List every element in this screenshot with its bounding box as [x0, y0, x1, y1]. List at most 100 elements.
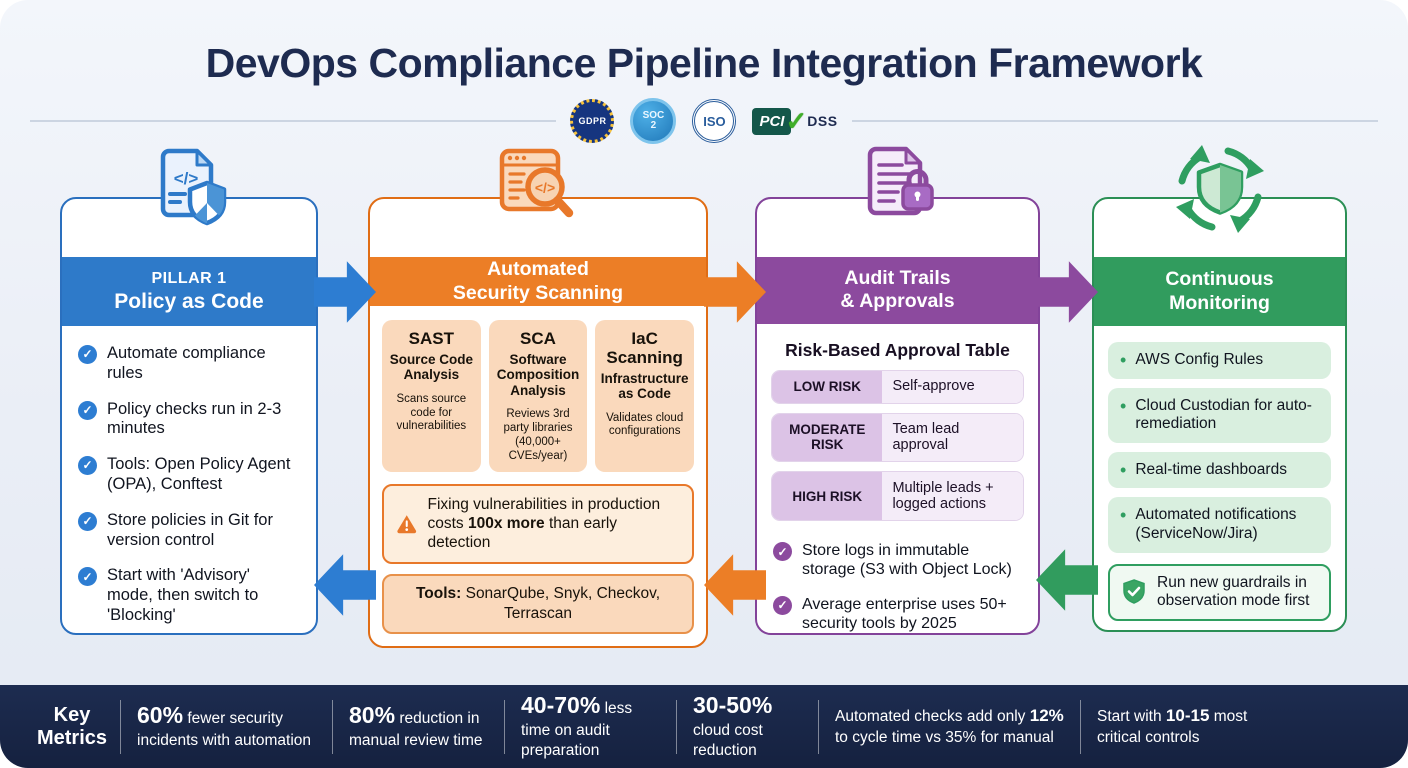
list-item-text: Store logs in immutable storage (S3 with… [802, 542, 1012, 579]
pillar-policy-header: PILLAR 1 Policy as Code [62, 257, 316, 326]
tools-label: Tools: [415, 584, 462, 602]
pillar-scanning-header: Automated Security Scanning [370, 257, 706, 307]
code-scan-magnifier-icon: </> [488, 139, 588, 239]
scan-type-cards: SAST Source Code Analysis Scans source c… [382, 320, 694, 472]
key-metrics-bar: Key Metrics 60% fewer security incidents… [0, 685, 1408, 768]
pillar-title-line1: Audit Trails [844, 267, 951, 290]
list-item-text: Policy checks run in 2-3 minutes [107, 399, 282, 438]
iso-badge: ISO [692, 99, 737, 143]
sast-card: SAST Source Code Analysis Scans source c… [382, 320, 481, 472]
bullet-icon: • [1120, 395, 1127, 416]
metric-text: 80% reduction in manual review time [349, 702, 483, 750]
list-item: ✓ Policy checks run in 2-3 minutes [78, 400, 300, 440]
card-subtitle: Software Composition Analysis [496, 351, 580, 398]
divider-line [851, 120, 1379, 122]
risk-table-row-low: LOW RISK Self-approve [771, 369, 1024, 404]
metric-text: Automated checks add only 12% to cycle t… [835, 706, 1064, 746]
pillar-title: Policy as Code [114, 289, 264, 313]
warning-text-bold: 100x more [467, 514, 545, 532]
bullet-icon: • [1120, 350, 1127, 370]
list-item-text: Tools: Open Policy Agent (OPA), Conftest [107, 455, 291, 493]
pillar-audit-header: Audit Trails & Approvals [757, 257, 1038, 324]
dss-badge-label: DSS [807, 113, 838, 129]
vulnerability-cost-warning: Fixing vulnerabilities in production cos… [382, 483, 694, 564]
svg-text:</>: </> [535, 180, 555, 196]
policy-code-document-shield-icon: </> [139, 139, 239, 239]
check-icon: ✓ [78, 400, 97, 420]
card-title: SCA [520, 329, 556, 349]
bullet-icon: • [1120, 459, 1127, 480]
pillar-kicker: PILLAR 1 [151, 270, 227, 288]
card-subtitle: Source Code Analysis [389, 351, 473, 383]
iac-card: IaC Scanning Infrastructure as Code Vali… [595, 320, 694, 472]
check-icon: ✓ [78, 567, 97, 587]
list-item: ✓ Average enterprise uses 50+ security to… [773, 595, 1022, 633]
list-item: • Automated notifications (ServiceNow/Jir… [1108, 497, 1331, 553]
pillar-title-line1: Automated [487, 258, 589, 281]
flow-arrow-right-policy-to-scanning [314, 261, 376, 323]
gdpr-badge-label: GDPR [578, 116, 607, 126]
check-icon: ✓ [773, 595, 792, 615]
risk-level-cell: MODERATE RISK [772, 413, 883, 462]
gdpr-badge: GDPR [570, 99, 615, 143]
list-item-text: Automate compliance rules [107, 344, 266, 382]
pillar-audit-trails: Audit Trails & Approvals Risk-Based Appr… [755, 146, 1040, 635]
metric-text: Start with 10-15 most critical controls [1097, 706, 1248, 746]
metric-review-time: 80% reduction in manual review time [332, 699, 504, 754]
svg-text:</>: </> [174, 169, 199, 188]
list-item: ✓ Automate compliance rules [78, 344, 300, 384]
soc2-badge: SOC 2 [630, 98, 677, 144]
list-item: •Cloud Custodian for auto-remediation [1108, 387, 1331, 443]
divider-line [30, 120, 557, 122]
compliance-badges: GDPR SOC 2 ISO PCI ✓ DSS [570, 98, 837, 144]
iso-badge-label: ISO [703, 113, 726, 129]
callout-text: Run new guardrails in observation mode f… [1157, 573, 1310, 610]
card-subtitle: Infrastructure as Code [600, 370, 689, 402]
check-icon: ✓ [78, 511, 97, 531]
list-item-text: Real-time dashboards [1135, 460, 1287, 478]
shield-cycle-icon [1170, 139, 1270, 239]
warning-triangle-icon [397, 514, 417, 533]
risk-table-title: Risk-Based Approval Table [785, 339, 1010, 360]
list-item-text: Automated notifications (ServiceNow/Jira… [1135, 506, 1297, 542]
sca-card: SCA Software Composition Analysis Review… [488, 320, 588, 472]
pillar-title-line2: Security Scanning [452, 281, 624, 304]
metric-number: 40-70% [521, 692, 601, 719]
pillar-title-line2: Monitoring [1169, 291, 1270, 314]
flow-arrow-right-audit-to-monitoring [1036, 261, 1098, 323]
check-icon: ✓ [785, 105, 808, 136]
card-description: Validates cloud configurations [606, 411, 684, 438]
list-item: ✓Store policies in Git for version contr… [78, 511, 300, 551]
metric-number: 30-50% [693, 692, 773, 719]
soc2-badge-label: SOC 2 [642, 109, 665, 131]
pillar-policy-as-code: </> PILLAR 1 Policy as Code ✓ Automate co… [60, 148, 318, 635]
metric-text: 60% fewer security incidents with automa… [137, 702, 312, 750]
bullet-icon: • [1120, 505, 1127, 526]
metric-text: 40-70% less time on audit preparation [521, 692, 633, 760]
warning-text-post: than early detection [427, 514, 618, 552]
card-title: IaC Scanning [606, 329, 683, 367]
list-item: ✓Start with 'Advisory' mode, then switch… [78, 566, 300, 625]
metrics-heading: Key Metrics [36, 703, 108, 749]
list-item: ✓Store logs in immutable storage (S3 wit… [773, 541, 1022, 579]
metric-number: 80% [349, 702, 396, 729]
risk-level-cell: LOW RISK [772, 370, 883, 403]
risk-level-cell: HIGH RISK [772, 472, 883, 521]
list-item: •AWS Config Rules [1108, 342, 1331, 379]
risk-approval-cell: Team lead approval [882, 413, 1023, 462]
risk-approval-cell: Multiple leads + logged actions [882, 472, 1023, 521]
metric-cycle-time: Automated checks add only 12% to cycle t… [818, 699, 1080, 754]
metric-cloud-cost: 30-50% cloud cost reduction [676, 692, 818, 759]
check-icon: ✓ [78, 345, 97, 364]
compliance-badge-row: GDPR SOC 2 ISO PCI ✓ DSS [0, 98, 1408, 144]
pci-dss-badge: PCI ✓ DSS [752, 106, 837, 137]
feedback-arrow-left-to-audit [1036, 549, 1098, 611]
shield-check-icon [1123, 579, 1145, 604]
list-item-text: Average enterprise uses 50+ security too… [802, 595, 1007, 632]
warning-text-pre: Fixing vulnerabilities in production cos… [427, 495, 661, 532]
guardrails-callout: Run new guardrails in observation mode f… [1108, 563, 1331, 621]
list-item: • Real-time dashboards [1108, 451, 1331, 489]
card-description: Scans source code for vulnerabilities [396, 392, 467, 433]
warning-text: Fixing vulnerabilities in production cos… [427, 495, 680, 553]
feedback-arrow-left-to-policy [314, 554, 376, 616]
